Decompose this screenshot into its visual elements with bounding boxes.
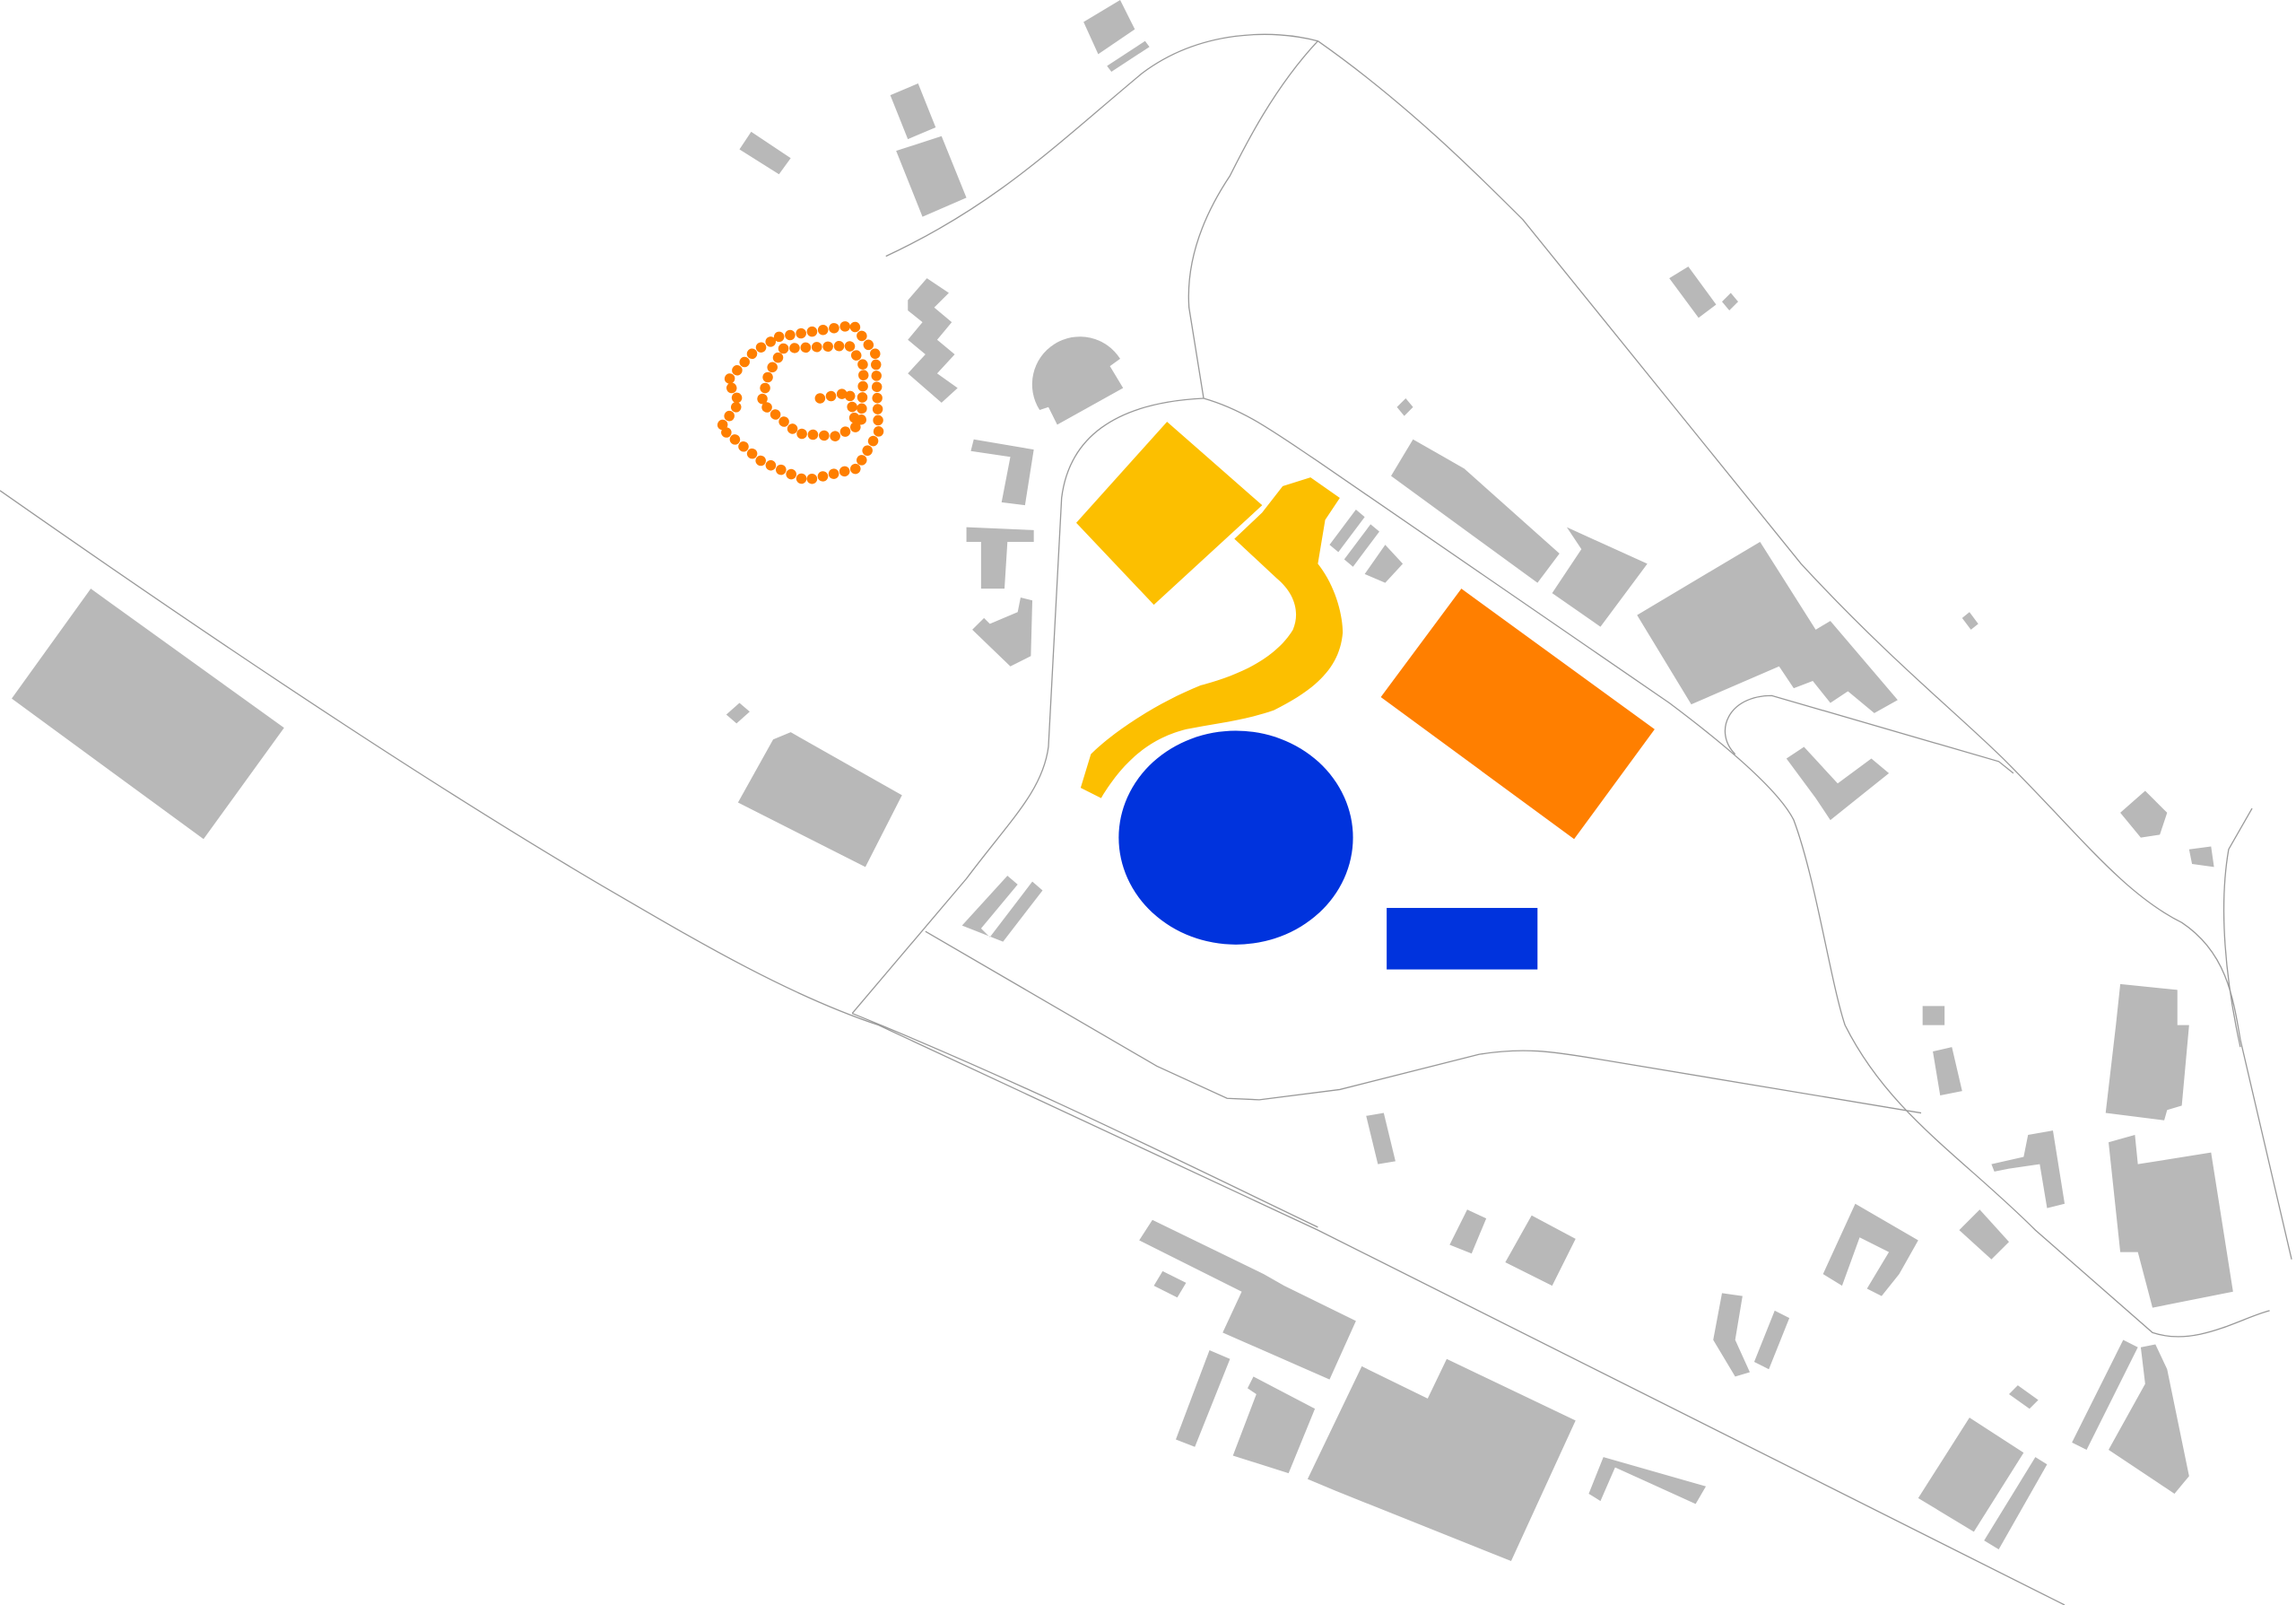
yellow-square-building (1076, 422, 1263, 606)
building (2105, 983, 2189, 1121)
railway-line-lower (851, 1012, 1318, 1228)
building (972, 597, 1033, 667)
proposed-buildings (713, 319, 1655, 970)
outer-road (885, 33, 2292, 1260)
building (1588, 1457, 1707, 1505)
building (1307, 1358, 1576, 1562)
building (2109, 1344, 2189, 1494)
yellow-curved-building (1080, 477, 1344, 798)
building (739, 131, 791, 175)
building (1786, 746, 1890, 821)
building (1669, 266, 1717, 318)
building (890, 83, 936, 140)
roads (0, 33, 2292, 1605)
building (1391, 439, 1560, 583)
building (1991, 1130, 2066, 1208)
building (1396, 397, 1413, 416)
building (1232, 1376, 1316, 1474)
inner-loop-west (851, 397, 1205, 1014)
inner-loop-east (1203, 397, 2270, 1338)
building (1753, 1310, 1790, 1370)
building (1959, 1209, 2009, 1260)
building (1344, 524, 1379, 567)
building (2120, 790, 2168, 838)
building (1139, 1219, 1356, 1380)
orange-dotted-cluster (713, 319, 884, 486)
building (896, 135, 967, 217)
building (1637, 541, 1898, 713)
turnaround-road (1724, 694, 2014, 774)
building (1083, 0, 1135, 55)
building (726, 702, 750, 724)
building (1364, 545, 1404, 583)
building (12, 589, 284, 840)
building (1449, 1209, 1487, 1254)
building (1933, 1047, 1962, 1095)
east-spur (2222, 807, 2253, 1048)
building (908, 278, 958, 403)
building (1961, 612, 1979, 630)
railway-line-upper (0, 490, 2066, 1605)
building (737, 732, 902, 868)
building (1505, 1215, 1576, 1287)
building (2009, 1385, 2039, 1409)
building (2072, 1339, 2138, 1450)
building (1366, 1112, 1396, 1164)
building (966, 527, 1034, 589)
building (1822, 1203, 1918, 1296)
existing-buildings (12, 0, 2233, 1562)
blue-ellipse-building (1118, 730, 1353, 945)
building (1922, 1006, 1945, 1025)
building (1722, 292, 1738, 311)
building (1713, 1293, 1751, 1377)
building (1552, 527, 1648, 627)
south-road (925, 930, 1922, 1114)
domed-building (1031, 336, 1124, 425)
building (2188, 846, 2214, 868)
building (1329, 510, 1365, 553)
building (1918, 1417, 2024, 1532)
building (961, 876, 1043, 942)
building (970, 439, 1034, 506)
orange-rectangle-building (1380, 589, 1655, 840)
building (1984, 1457, 2048, 1549)
blue-rectangle-building (1387, 908, 1538, 970)
north-road (1187, 40, 1318, 399)
building (1107, 40, 1150, 72)
building (2109, 1135, 2233, 1308)
building (1176, 1349, 1231, 1447)
building (1153, 1270, 1187, 1298)
